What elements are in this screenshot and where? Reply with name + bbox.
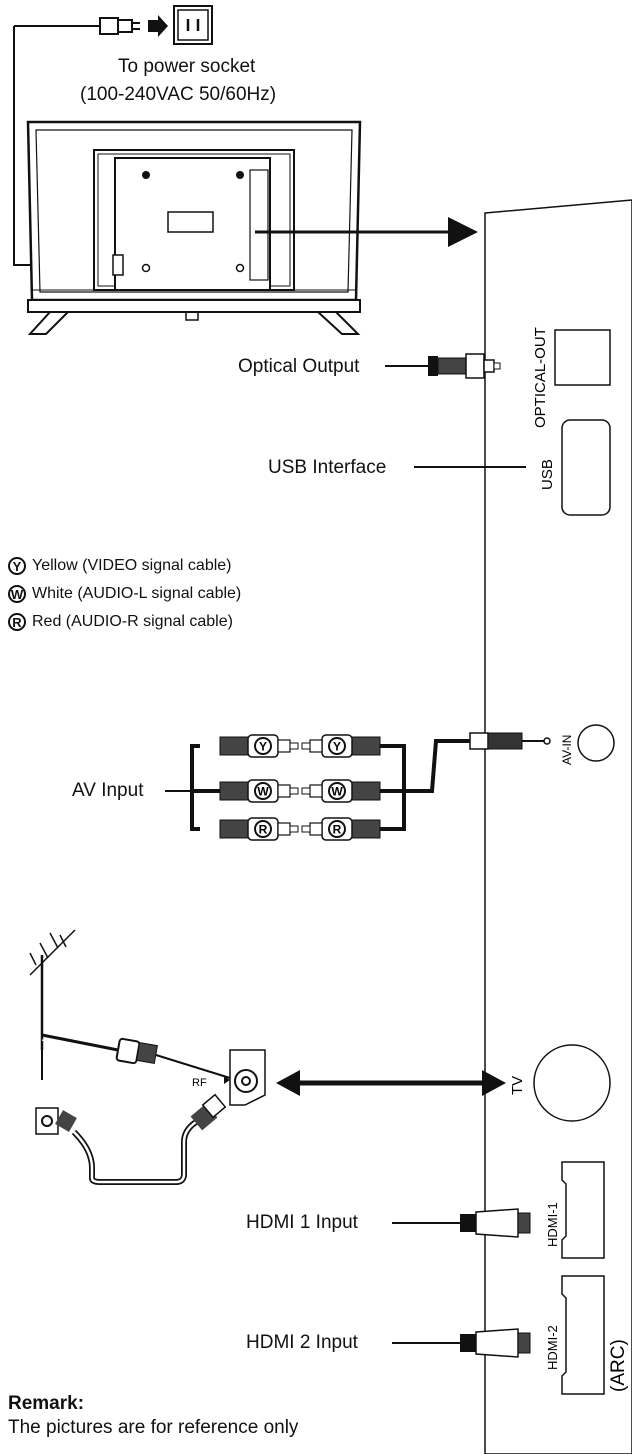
power-socket-label-line1: To power socket: [118, 56, 256, 77]
legend-white: W White (AUDIO-L signal cable): [8, 585, 241, 603]
rca-plug-right-w: W: [301, 779, 381, 803]
rf-double-arrow: [276, 1070, 506, 1096]
remark-title: Remark:: [8, 1393, 85, 1414]
rca-plug-left-w: W: [219, 779, 299, 803]
tv-antenna-port: [533, 1044, 611, 1122]
remark-text: The pictures are for reference only: [8, 1417, 299, 1438]
hdmi2-input-label: HDMI 2 Input: [246, 1332, 358, 1353]
hdmi1-port: [561, 1161, 605, 1259]
coax-cable-icon: [35, 1093, 227, 1185]
optical-out-port: [554, 329, 611, 386]
rca-letter: W: [257, 785, 269, 799]
rca-plug-left-r: R: [219, 817, 299, 841]
av-input-label: AV Input: [72, 780, 144, 801]
hdmi1-label: HDMI-1: [545, 1202, 560, 1247]
hdmi2-label: HDMI-2: [545, 1325, 560, 1370]
rca-plug-right-y: Y: [301, 734, 381, 758]
tv-back-icon: [26, 120, 478, 335]
rca-plugs-right: Y W R: [301, 734, 381, 841]
legend-red-text: Red (AUDIO-R signal cable): [32, 613, 233, 630]
av-cable-icon: [165, 732, 551, 831]
rf-label: RF: [192, 1077, 207, 1089]
antenna-icon: [29, 929, 231, 1080]
optical-out-label: OPTICAL-OUT: [532, 327, 549, 428]
rca-plug-left-y: Y: [219, 734, 299, 758]
side-panel: [484, 199, 632, 1454]
legend-white-text: White (AUDIO-L signal cable): [32, 585, 242, 602]
rca-plugs-left: Y W R: [219, 734, 299, 841]
yellow-badge-icon: Y: [8, 557, 26, 575]
usb-interface-label: USB Interface: [268, 457, 387, 478]
usb-port: [414, 419, 611, 516]
rca-letter: R: [333, 823, 342, 837]
arc-label: (ARC): [608, 1339, 629, 1392]
hdmi1-input-label: HDMI 1 Input: [246, 1212, 358, 1233]
tv-port-label: TV: [509, 1076, 526, 1095]
av-in-label: AV-IN: [560, 735, 574, 765]
power-socket-label-line2: (100-240VAC 50/60Hz): [80, 84, 277, 105]
hdmi2-port: [561, 1275, 605, 1395]
rca-plug-right-r: R: [301, 817, 381, 841]
rca-letter: W: [331, 785, 343, 799]
rf-wall-socket-icon: [224, 1049, 266, 1106]
optical-cable-icon: [385, 353, 501, 379]
hdmi2-cable-icon: [392, 1328, 531, 1358]
optical-output-label: Optical Output: [238, 356, 360, 377]
red-badge-icon: R: [8, 613, 26, 631]
rca-letter: Y: [259, 740, 267, 754]
av-in-port: [577, 724, 615, 762]
rca-letter: R: [259, 823, 268, 837]
hdmi1-cable-icon: [392, 1208, 531, 1238]
usb-label: USB: [539, 459, 556, 490]
legend-yellow: Y Yellow (VIDEO signal cable): [8, 557, 232, 575]
power-socket-icon: [173, 5, 213, 45]
legend-red: R Red (AUDIO-R signal cable): [8, 613, 233, 631]
legend-yellow-text: Yellow (VIDEO signal cable): [32, 557, 232, 574]
white-badge-icon: W: [8, 585, 26, 603]
rca-letter: Y: [333, 740, 341, 754]
